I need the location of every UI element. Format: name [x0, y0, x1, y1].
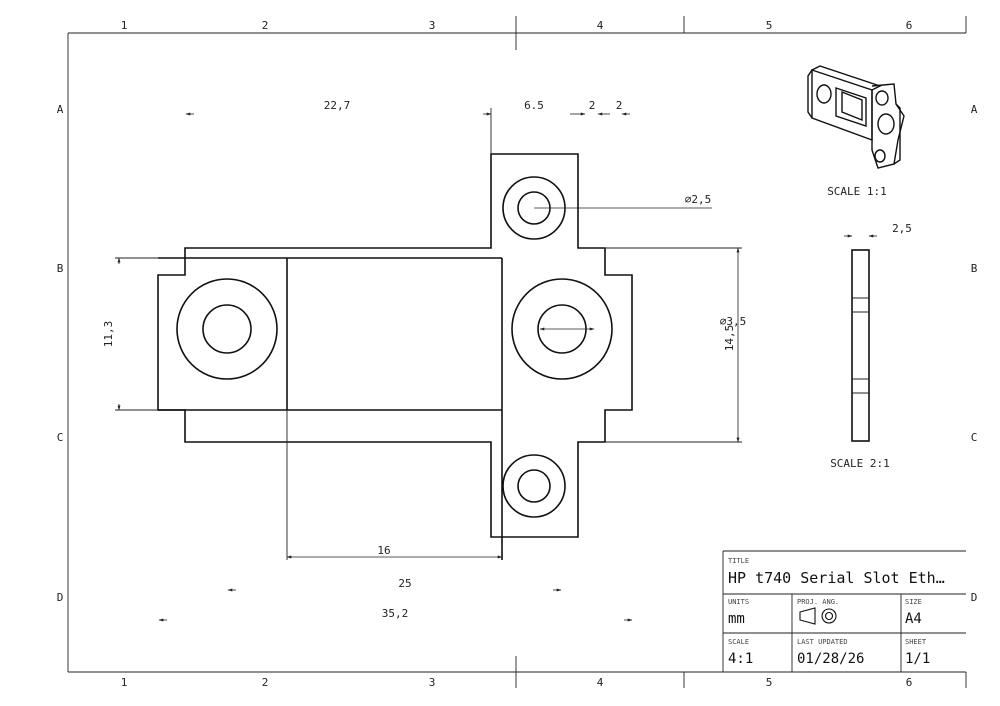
units-value: mm	[728, 611, 745, 627]
part-outline	[157, 153, 633, 538]
zone-col-label: 2	[262, 676, 269, 689]
zone-col-label: 3	[429, 676, 436, 689]
side-view: 2,5 SCALE 2:1	[830, 222, 912, 470]
bottom-hole	[517, 469, 551, 503]
dim-11-3: 11,3	[102, 321, 115, 348]
zone-row-label: C	[57, 431, 64, 444]
zone-col-label: 4	[597, 19, 604, 32]
dim-14-5: 14,5	[723, 325, 736, 352]
right-boss-outer	[511, 278, 613, 380]
zone-labels-right: A B C D	[971, 103, 978, 604]
dimensions: 22,7 6.5 2 2 ⌀2,5 11,3 14,5 ⌀3,5 16 25 3…	[102, 99, 747, 622]
zone-col-label: 4	[597, 676, 604, 689]
zone-col-label: 5	[766, 676, 773, 689]
zone-labels-bottom: 1 2 3 4 5 6	[121, 676, 913, 689]
zone-col-label: 1	[121, 676, 128, 689]
updated-value: 01/28/26	[797, 651, 864, 667]
zone-row-label: D	[971, 591, 978, 604]
updated-label: LAST UPDATED	[797, 638, 848, 646]
zone-row-label: B	[971, 262, 978, 275]
size-label: SIZE	[905, 598, 922, 606]
side-outline	[851, 249, 870, 442]
left-boss-outer	[176, 278, 278, 380]
zone-col-label: 6	[906, 676, 913, 689]
zone-col-label: 2	[262, 19, 269, 32]
dim-side-2-5: 2,5	[892, 222, 912, 235]
bottom-hole-counterbore	[502, 454, 566, 518]
front-view	[157, 153, 633, 560]
side-scale-label: SCALE 2:1	[830, 457, 890, 470]
zone-col-label: 5	[766, 19, 773, 32]
drawing-title: HP t740 Serial Slot Eth…	[728, 569, 945, 587]
dim-22-7: 22,7	[324, 99, 351, 112]
drawing-frame	[67, 16, 967, 688]
scale-label: SCALE	[728, 638, 749, 646]
zone-col-label: 6	[906, 19, 913, 32]
zone-row-label: D	[57, 591, 64, 604]
dim-2a: 2	[589, 99, 596, 112]
zone-row-label: A	[971, 103, 978, 116]
dim-25: 25	[398, 577, 411, 590]
zone-col-label: 1	[121, 19, 128, 32]
third-angle-projection-icon	[799, 607, 837, 625]
left-boss-inner	[202, 304, 252, 354]
zone-row-label: C	[971, 431, 978, 444]
zone-row-label: B	[57, 262, 64, 275]
scale-value: 4:1	[728, 651, 753, 667]
isometric-view: SCALE 1:1	[807, 65, 905, 198]
dim-6-5: 6.5	[524, 99, 544, 112]
dim-16: 16	[377, 544, 390, 557]
zone-labels-left: A B C D	[57, 103, 64, 604]
zone-labels-top: 1 2 3 4 5 6	[121, 19, 913, 32]
projection-label: PROJ. ANG.	[797, 598, 839, 606]
title-label: TITLE	[728, 557, 749, 565]
dim-hole-large: ⌀3,5	[720, 315, 747, 328]
units-label: UNITS	[728, 598, 749, 606]
isometric-part-icon	[807, 65, 905, 169]
sheet-label: SHEET	[905, 638, 927, 646]
title-block: TITLE HP t740 Serial Slot Eth… UNITS mm …	[722, 550, 966, 672]
dim-35-2: 35,2	[382, 607, 409, 620]
dim-hole-small: ⌀2,5	[685, 193, 712, 206]
size-value: A4	[905, 611, 922, 627]
dim-2b: 2	[616, 99, 623, 112]
zone-col-label: 3	[429, 19, 436, 32]
iso-scale-label: SCALE 1:1	[827, 185, 887, 198]
zone-row-label: A	[57, 103, 64, 116]
sheet-value: 1/1	[905, 651, 930, 667]
